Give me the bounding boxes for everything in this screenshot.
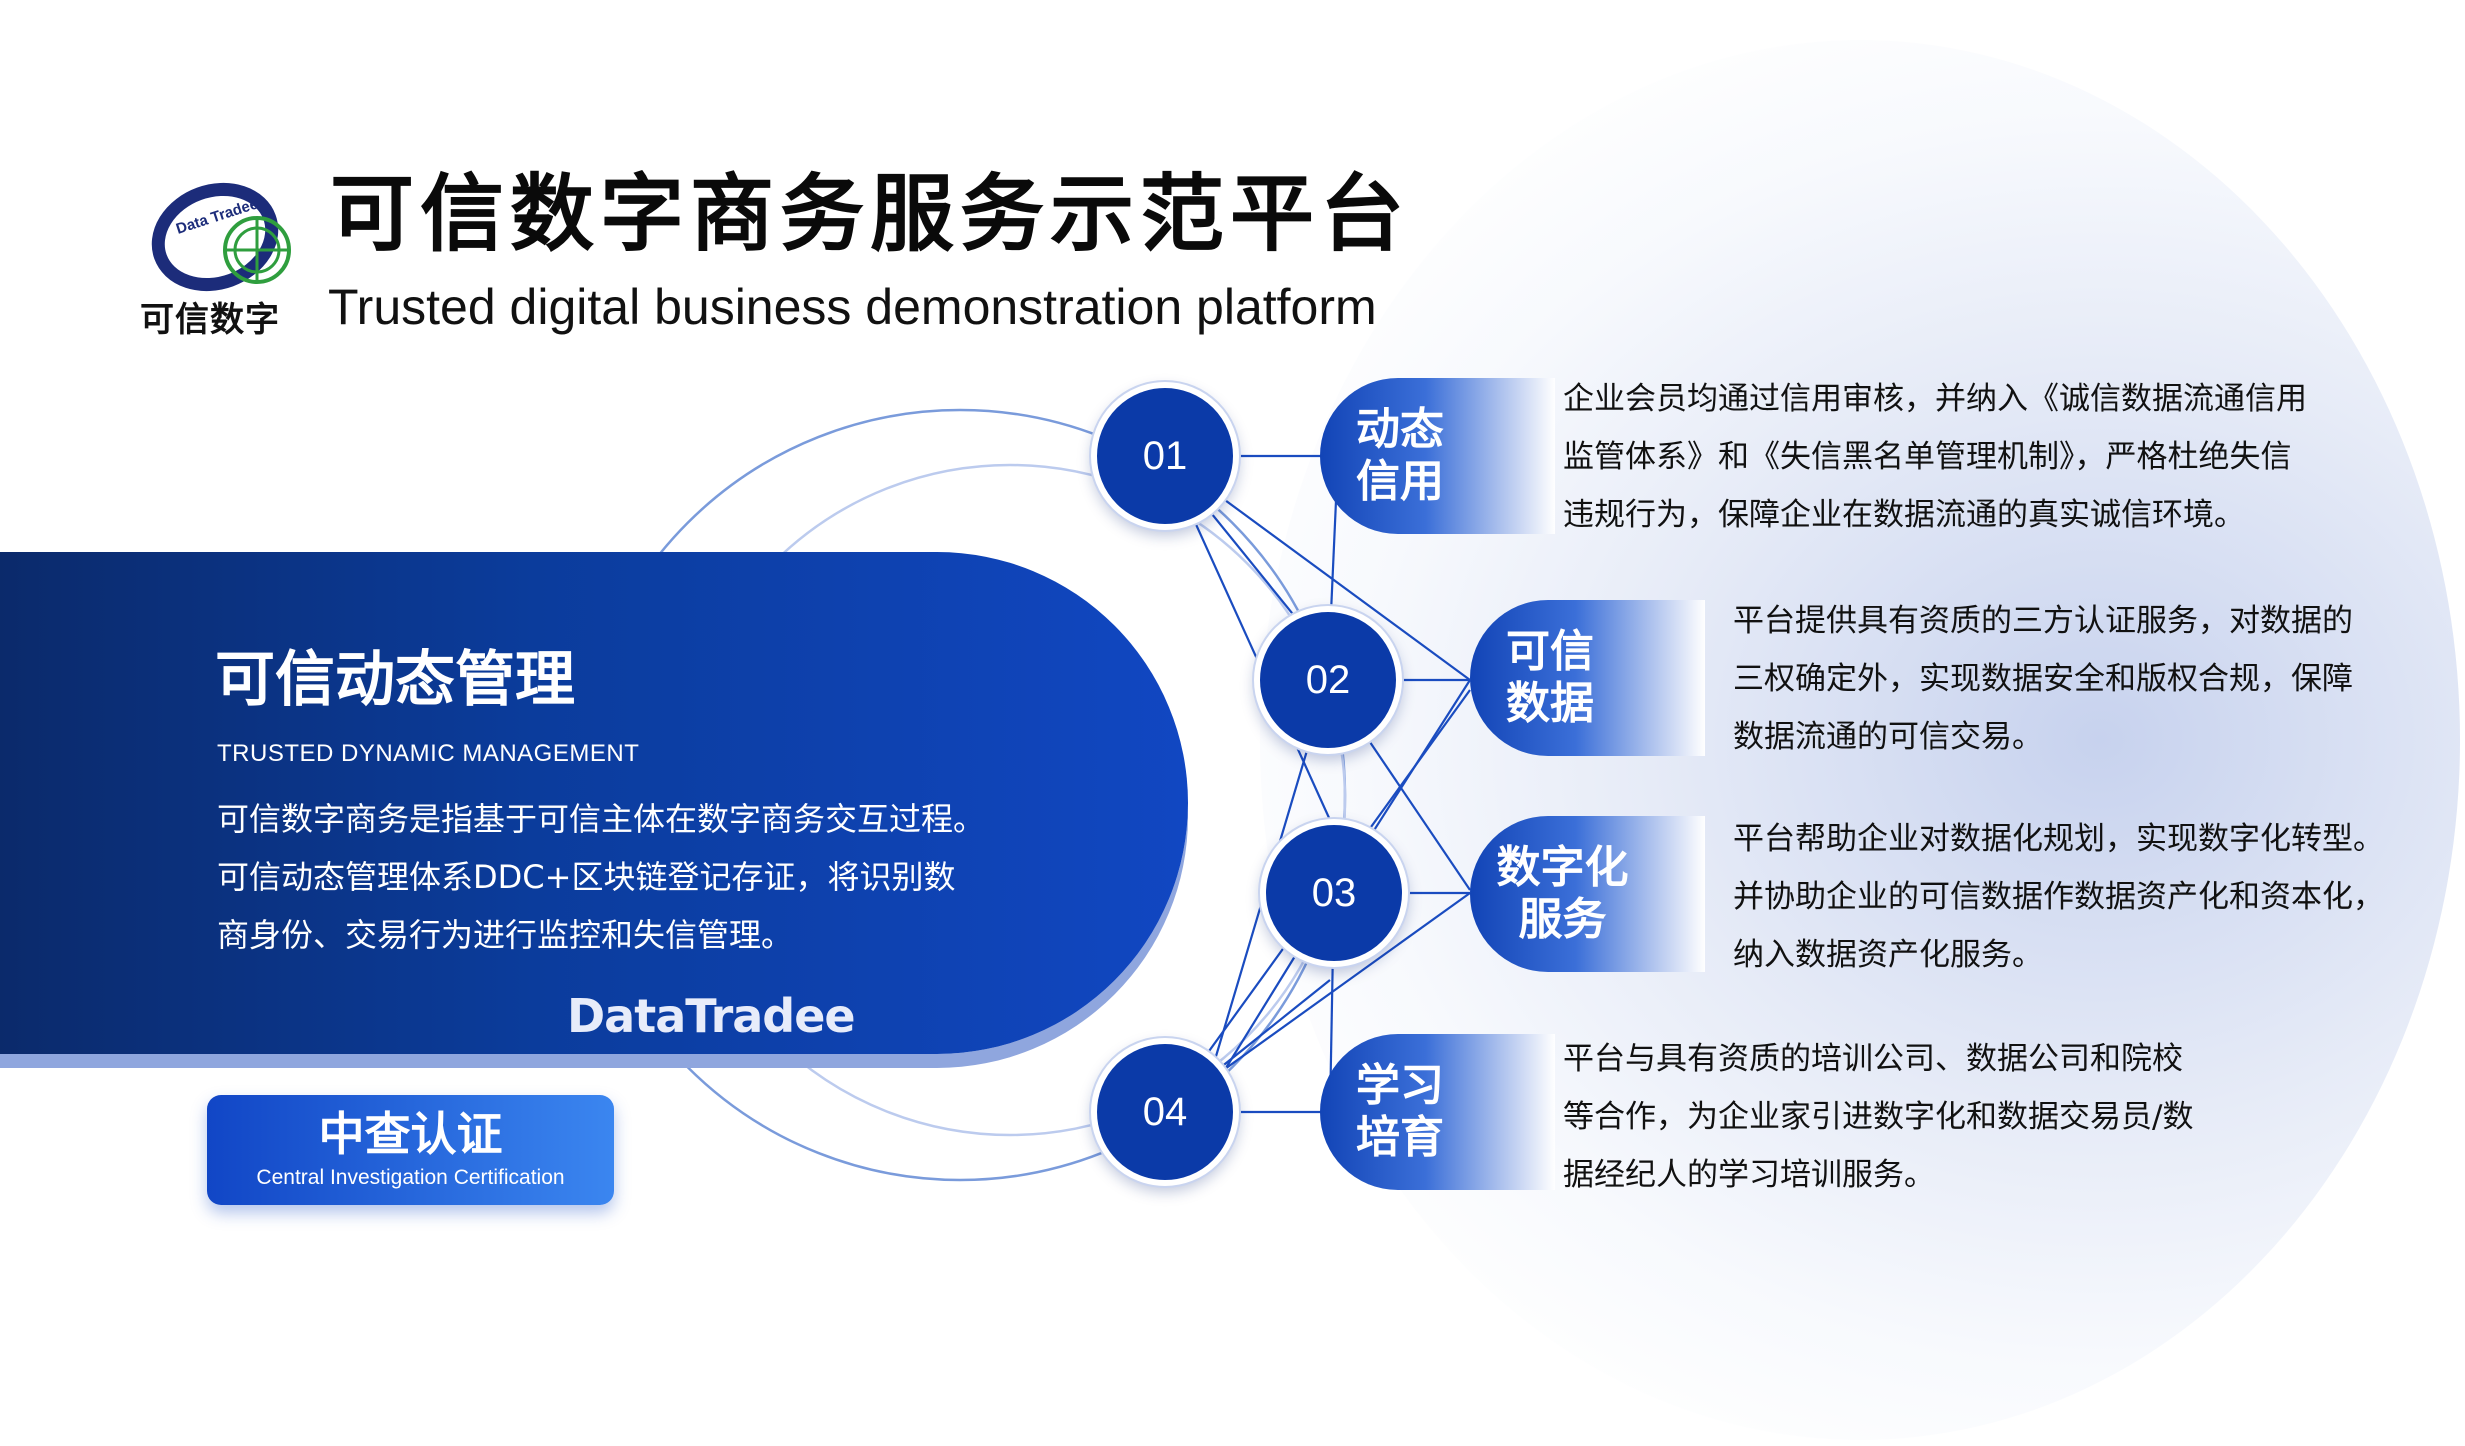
category-pill-digital-service: 数字化 服务 [1470,816,1705,972]
desc-line: 企业会员均通过信用审核，并纳入《诚信数据流通信用 [1563,381,2307,417]
badge-title: 中查认证 [318,1107,503,1161]
desc-line: 并协助企业的可信数据作数据资产化和资本化， [1733,879,2384,915]
panel-text-line: 可信数字商务是指基于可信主体在数字商务交互过程。 [217,800,986,838]
desc-line: 等合作，为企业家引进数字化和数据交易员/数 [1563,1099,2194,1135]
pill-label-line: 数据 [1506,678,1594,729]
category-pill-dynamic-credit: 动态 信用 [1320,378,1555,534]
desc-line: 平台与具有资质的培训公司、数据公司和院校 [1563,1041,2183,1077]
intro-panel [0,552,1188,1054]
desc-line: 据经纪人的学习培训服务。 [1563,1157,1935,1193]
pill-label: 学习 培育 [1320,1060,1480,1164]
item-description-04: 平台与具有资质的培训公司、数据公司和院校 等合作，为企业家引进数字化和数据交易员… [1563,1030,2193,1204]
panel-brand: DataTradee [567,989,856,1043]
desc-line: 平台帮助企业对数据化规划，实现数字化转型。 [1733,821,2384,857]
desc-line: 纳入数据资产化服务。 [1733,937,2043,973]
certification-badge: 中查认证 Central Investigation Certification [207,1095,614,1205]
step-number-01: 01 [1091,382,1239,530]
pill-label: 可信 数据 [1470,626,1630,730]
pill-label-line: 培育 [1356,1112,1444,1163]
desc-line: 数据流通的可信交易。 [1733,719,2043,755]
logo-text: 可信数字 [140,300,280,340]
pill-label: 数字化 服务 [1470,842,1655,946]
category-pill-trusted-data: 可信 数据 [1470,600,1705,756]
pill-label: 动态 信用 [1320,404,1480,508]
page-subtitle: Trusted digital business demonstration p… [328,279,1377,335]
item-description-03: 平台帮助企业对数据化规划，实现数字化转型。 并协助企业的可信数据作数据资产化和资… [1733,810,2384,984]
pill-label-line: 数字化 [1496,842,1629,893]
data-tradee-logo: Data Tradee [151,182,291,292]
category-pill-learning: 学习 培育 [1320,1034,1555,1190]
pill-label-line: 信用 [1356,456,1444,507]
item-description-01: 企业会员均通过信用审核，并纳入《诚信数据流通信用 监管体系》和《失信黑名单管理机… [1563,370,2307,544]
step-number-04: 04 [1091,1038,1239,1186]
desc-line: 平台提供具有资质的三方认证服务，对数据的 [1733,603,2353,639]
step-number-02: 02 [1254,606,1402,754]
panel-text-line: 商身份、交易行为进行监控和失信管理。 [217,916,794,954]
panel-text-line: 可信动态管理体系DDC+区块链登记存证，将识别数 [217,858,956,896]
desc-line: 三权确定外，实现数据安全和版权合规，保障 [1733,661,2353,697]
pill-label-line: 动态 [1356,404,1444,455]
step-number-03: 03 [1260,819,1408,967]
panel-title: 可信动态管理 [215,645,575,715]
page-title: 可信数字商务服务示范平台 [330,165,1411,263]
pill-label-line: 学习 [1356,1060,1444,1111]
pill-label-line: 可信 [1506,626,1594,677]
desc-line: 监管体系》和《失信黑名单管理机制》，严格杜绝失信 [1563,439,2292,475]
panel-subtitle: TRUSTED DYNAMIC MANAGEMENT [217,740,640,767]
badge-subtitle: Central Investigation Certification [256,1166,565,1189]
desc-line: 违规行为，保障企业在数据流通的真实诚信环境。 [1563,497,2245,533]
item-description-02: 平台提供具有资质的三方认证服务，对数据的 三权确定外，实现数据安全和版权合规，保… [1733,592,2353,766]
pill-label-line: 服务 [1518,894,1607,945]
